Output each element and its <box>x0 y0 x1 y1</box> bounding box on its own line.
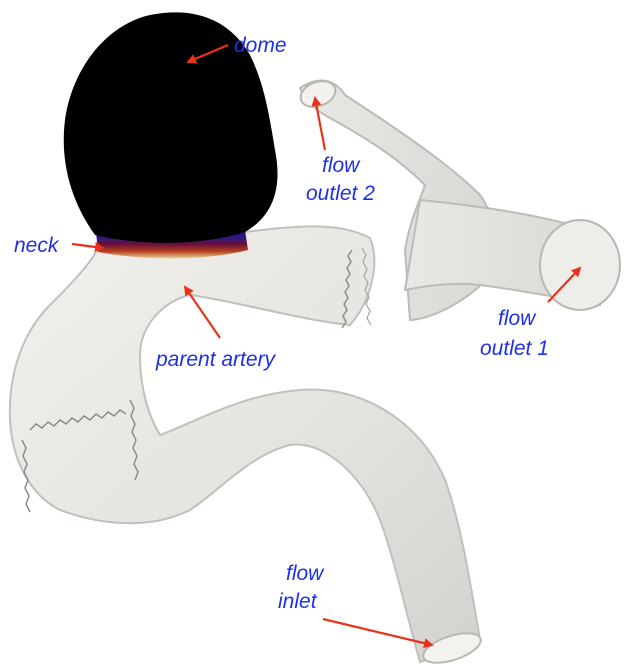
outlet-1-label-line1: flow <box>498 307 537 330</box>
outlet-1-label-line2: outlet 1 <box>480 337 549 360</box>
outlet-2-label-line1: flow <box>322 154 361 177</box>
parent-artery-label: parent artery <box>155 348 277 371</box>
inlet-label-line1: flow <box>286 562 325 585</box>
outlet-2-label-line2: outlet 2 <box>306 182 375 205</box>
dome-label: dome <box>234 34 287 57</box>
neck-label: neck <box>14 234 60 257</box>
inlet-label-line2: inlet <box>278 590 318 613</box>
